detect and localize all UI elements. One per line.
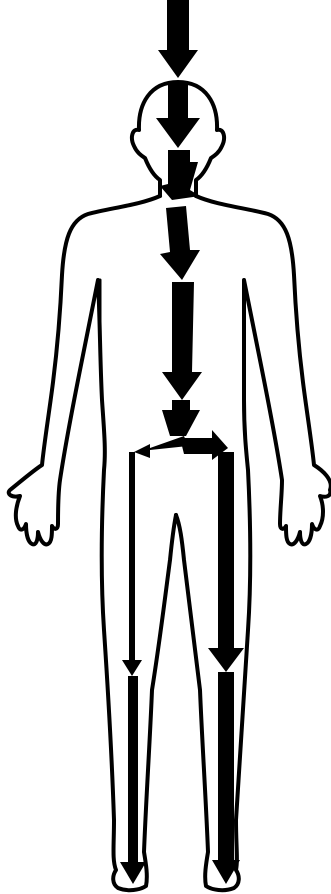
upper-spine-arrow xyxy=(160,206,200,280)
right-body-outline xyxy=(176,196,331,890)
body-outline xyxy=(9,82,331,890)
left-leg-arrow-upper xyxy=(122,452,142,676)
force-arrows xyxy=(120,0,244,884)
right-leg-arrow-upper xyxy=(208,452,244,672)
left-body-outline xyxy=(9,196,176,890)
head-arrow xyxy=(156,84,200,148)
pelvis-left-arrow xyxy=(134,436,188,458)
mid-spine-arrow xyxy=(162,282,202,400)
lower-spine-arrow xyxy=(162,400,200,436)
neck-arrow xyxy=(160,150,200,200)
head-arrow-top xyxy=(158,0,198,78)
left-leg-arrow-lower xyxy=(120,676,146,884)
